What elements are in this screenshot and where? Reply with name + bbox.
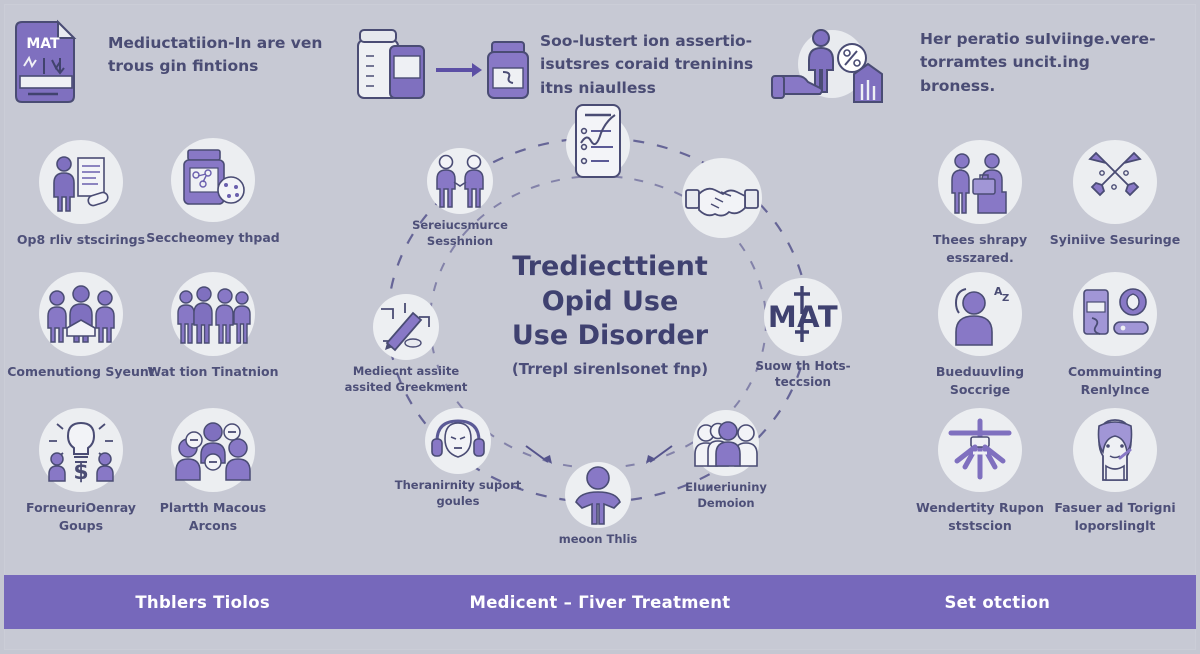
bottom-bar: Thblers Tiolos Medicent – Γiver Treatmen… (4, 575, 1196, 629)
person-with-az-letters-icon: A Z (938, 272, 1022, 356)
left-grid-label-4: Wat tion Tinatnion (147, 364, 279, 379)
right-grid-item-3[interactable]: A Z Bueduuvling Soccrige (905, 272, 1055, 399)
center-cycle-diagram: Sereiucsmurce Sesshnion (330, 104, 870, 570)
svg-text:$: $ (73, 460, 88, 485)
pill-bottle-with-molecule-icon (171, 138, 255, 222)
center-node-label-recovery: meoon Thlis (558, 532, 638, 546)
center-node-therapy-support[interactable]: Theranirnity suport goules (388, 408, 528, 509)
two-people-briefcase-icon (938, 140, 1022, 224)
hand-holding-person-percent-building-icon (771, 29, 883, 103)
clipboard-chart-checklist-icon (565, 104, 631, 178)
right-grid-label-3: Bueduuvling Soccrige (935, 364, 1025, 397)
left-grid-item-6[interactable]: Plartth Macous Arcons (138, 408, 288, 535)
pen-signing-icon (373, 294, 439, 360)
lightbulb-dollar-people-icon: $ (39, 408, 123, 492)
center-node-label-therapy-support: Theranirnity suport goules (394, 478, 522, 508)
center-title-block: Trediecttient Opid Use Use Disorder (Trr… (450, 250, 770, 378)
top-text-2: Soo-lustert ion assertio- isutsres corai… (540, 32, 754, 97)
community-people-group-icon (693, 410, 759, 476)
left-grid-label-6: Plartth Macous Arcons (159, 500, 267, 533)
right-grid-label-6: Fasuer ad Torigni loporslinglt (1054, 500, 1176, 533)
people-speech-bubbles-icon (171, 408, 255, 492)
center-node-community[interactable]: EIuиeriuniny Demoion (656, 410, 796, 511)
left-grid-item-3[interactable]: Comenutiong Syeunt (6, 272, 156, 381)
center-node-label-mat-agreement: Mediecnt assiite assited Greekment (344, 364, 468, 394)
center-title-line-2: Opid Use (541, 285, 679, 317)
center-node-label-community: EIuиeriuniny Demoion (685, 480, 767, 510)
center-node-service[interactable]: Sereiucsmurce Sesshnion (390, 148, 530, 249)
center-title-line-1: Trediecttient (512, 251, 708, 282)
left-grid-label-3: Comenutiong Syeunt (7, 364, 155, 379)
raised-arms-person-icon (565, 462, 631, 528)
center-node-mat-agreement[interactable]: Mediecnt assiite assited Greekment (336, 294, 476, 395)
center-node-recovery[interactable]: meoon Thlis (528, 462, 668, 548)
svg-text:Z: Z (1002, 293, 1009, 304)
bottom-bar-segment-2[interactable]: Medicent – Γiver Treatment (469, 592, 731, 612)
top-text-3: Her peratio suIviinge.vere-torramtes unc… (920, 30, 1156, 95)
center-node-clipboard[interactable] (528, 104, 668, 180)
support-structure-icon (938, 408, 1022, 492)
right-grid-label-2: Syiniive Sesuringe (1049, 232, 1181, 247)
person-face-thermometer-icon (1073, 408, 1157, 492)
group-handshake-support-icon (39, 272, 123, 356)
top-text-1: Mediuctatiion-In are ven trous gin finti… (108, 34, 323, 76)
center-node-label-mat: Suow th Hots-teccsion (755, 359, 851, 390)
top-block-1: MAT (10, 19, 82, 106)
bottom-bar-segment-1[interactable]: Thblers Tiolos (135, 592, 270, 612)
person-with-document-and-pills-icon (39, 140, 123, 224)
left-grid-item-5[interactable]: $ ForneuriOenray Goups (6, 408, 156, 535)
svg-text:A: A (994, 285, 1003, 298)
left-grid-label-5: ForneuriOenray Goups (26, 500, 136, 533)
left-grid-label-1: Op8 rliv stscirings (16, 232, 146, 247)
mat-document-icon: MAT (15, 19, 77, 103)
center-node-mat[interactable]: MAT Suow th Hots-teccsion (728, 278, 878, 390)
right-grid-label-4: Commuinting RenlyInce (1067, 364, 1162, 397)
right-grid-label-1: Thees shrapy esszared. (932, 232, 1028, 265)
left-grid-item-2[interactable]: Seccheomey thpad (138, 138, 288, 247)
bottom-bar-segment-3[interactable]: Set otction (944, 592, 1051, 612)
family-group-icon (171, 272, 255, 356)
left-grid-label-2: Seccheomey thpad (146, 230, 280, 245)
right-grid-item-4[interactable]: Commuinting RenlyInce (1040, 272, 1190, 399)
svg-text:MAT: MAT (26, 36, 60, 52)
right-grid-item-6[interactable]: Fasuer ad Torigni loporslinglt (1040, 408, 1190, 535)
right-grid-item-2[interactable]: Syiniive Sesuringe (1040, 140, 1190, 249)
center-subtitle: (Trrepl sirenlsonet fnp) (511, 359, 709, 378)
handshake-icon (682, 158, 762, 238)
left-grid-item-4[interactable]: Wat tion Tinatnion (138, 272, 288, 381)
right-grid-label-5: Wendertity Rupon ststscion (915, 500, 1044, 533)
right-grid-item-1[interactable]: Thees shrapy esszared. (905, 140, 1055, 267)
right-grid-item-5[interactable]: Wendertity Rupon ststscion (905, 408, 1055, 535)
center-title-line-3: Use Disorder (511, 320, 709, 352)
left-grid-item-1[interactable]: Op8 rliv stscirings (6, 140, 156, 249)
headphones-person-icon (425, 408, 491, 474)
top-block-2 (352, 26, 537, 104)
center-node-label-service: Sereiucsmurce Sesshnion (412, 218, 508, 248)
medicine-cabinet-shield-icon (1073, 272, 1157, 356)
handshake-two-people-icon (427, 148, 493, 214)
center-node-handshake[interactable] (652, 158, 792, 242)
crossed-syringes-icon (1073, 140, 1157, 224)
medication-bottle-to-vial-arrow-icon (357, 29, 529, 99)
top-block-3 (770, 22, 898, 108)
mat-cross-icon: MAT (764, 278, 842, 356)
